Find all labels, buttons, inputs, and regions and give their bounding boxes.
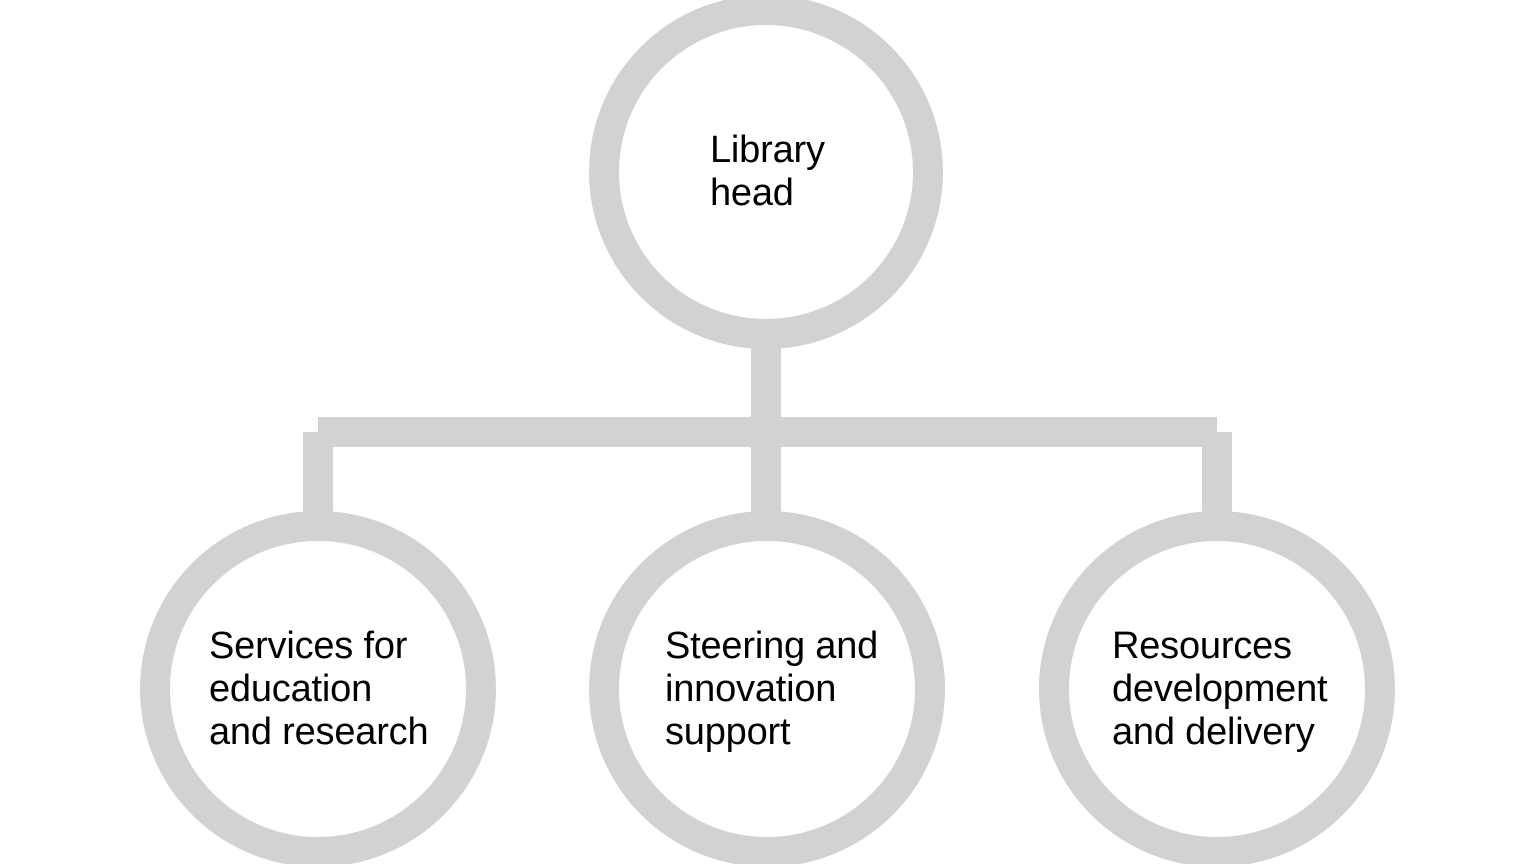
node-circle-steering-and-innovation-support[interactable] xyxy=(589,511,945,864)
node-label-library-head: Library head xyxy=(710,129,825,214)
node-circles xyxy=(140,0,1395,864)
connector-lines xyxy=(303,340,1232,524)
node-label-resources-development-and-delivery: Resources development and delivery xyxy=(1112,625,1328,753)
node-label-services-for-education-and-research: Services for education and research xyxy=(209,625,429,753)
node-circle-library-head[interactable] xyxy=(589,0,943,349)
node-circle-resources-development-and-delivery[interactable] xyxy=(1039,511,1395,864)
node-circle-services-for-education-and-research[interactable] xyxy=(140,511,496,864)
node-label-steering-and-innovation-support: Steering and innovation support xyxy=(665,625,879,753)
